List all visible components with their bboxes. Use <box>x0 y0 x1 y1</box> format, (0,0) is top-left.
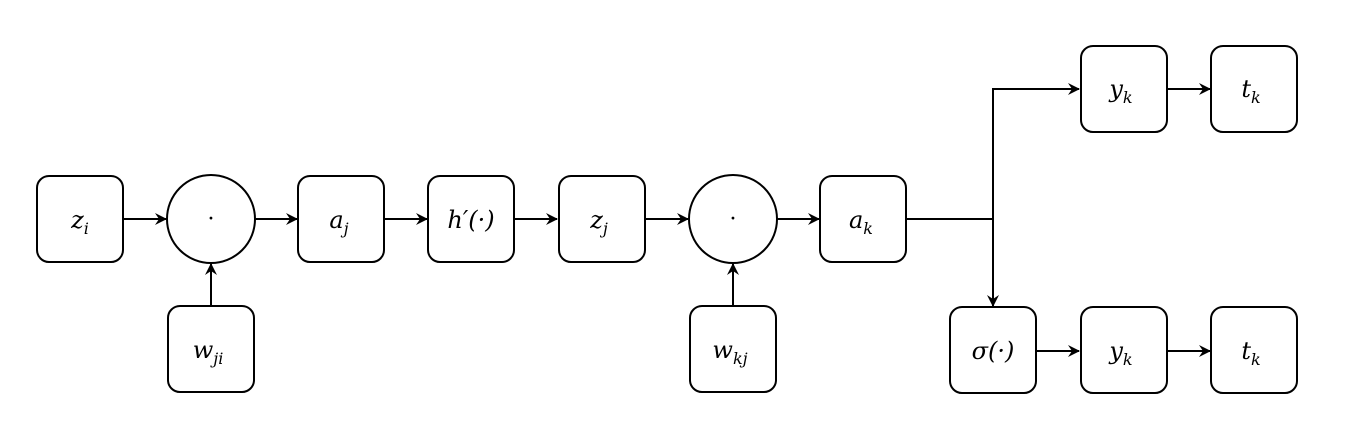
node-z-i: zi <box>36 175 124 263</box>
node-w-ji: wji <box>167 305 255 393</box>
svg-text:yk: yk <box>1108 337 1132 369</box>
edge-ak-to-yk-top <box>906 83 1080 220</box>
node-h-prime: h′(·) <box>427 175 515 263</box>
svg-text:σ(·): σ(·) <box>972 337 1015 365</box>
svg-text:h′(·): h′(·) <box>447 206 494 234</box>
node-a-k: ak <box>819 175 907 263</box>
edge-ak-to-sigma <box>906 218 999 307</box>
node-t-k-top: tk <box>1210 45 1298 133</box>
svg-text:aj: aj <box>329 206 348 238</box>
node-z-j: zj <box>558 175 646 263</box>
node-w-kj: wkj <box>689 305 777 393</box>
svg-text:wji: wji <box>193 336 224 368</box>
svg-text:tk: tk <box>1241 75 1260 107</box>
node-multiply-1: · <box>166 174 256 264</box>
node-sigma: σ(·) <box>949 306 1037 394</box>
node-a-j: aj <box>297 175 385 263</box>
node-y-k-top: yk <box>1080 45 1168 133</box>
svg-text:yk: yk <box>1108 75 1132 107</box>
svg-text:·: · <box>208 207 215 232</box>
svg-text:wkj: wkj <box>712 336 747 368</box>
edges <box>123 83 1211 357</box>
node-multiply-2: · <box>688 174 778 264</box>
svg-text:zi: zi <box>70 206 89 238</box>
svg-text:ak: ak <box>849 206 873 238</box>
node-y-k-bottom: yk <box>1080 306 1168 394</box>
svg-text:·: · <box>730 207 737 232</box>
svg-text:tk: tk <box>1241 337 1260 369</box>
node-t-k-bottom: tk <box>1210 306 1298 394</box>
svg-text:zj: zj <box>589 206 608 238</box>
